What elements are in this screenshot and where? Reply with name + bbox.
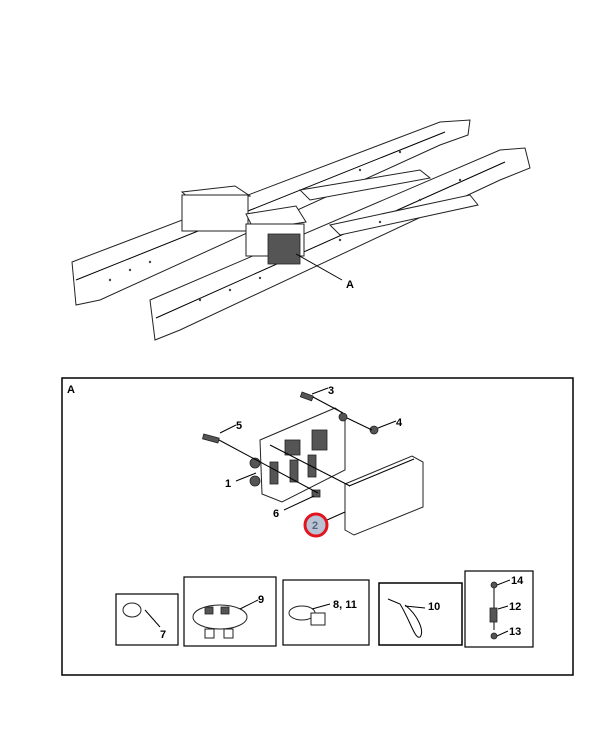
callout-3: 3 [328,385,334,397]
part-box-10: 10 [378,582,463,646]
detail-view-title: A [67,384,75,396]
callout-8-11: 8, 11 [333,599,357,611]
callout-6: 6 [273,508,279,520]
part-box-12-14: 14 12 13 [464,570,534,648]
callout-5: 5 [236,420,242,432]
chassis-frame-illustration [71,119,531,341]
callout-4: 4 [396,417,403,429]
callout-2: 2 [312,520,318,532]
callout-12: 12 [509,601,521,613]
callout-10: 10 [428,601,440,613]
bolts-and-nuts [202,391,379,498]
fuse-block-illustration [249,407,348,503]
part-box-7: 7 [115,593,179,646]
detail-view-frame [61,377,574,676]
part-box-8-11: 8, 11 [282,579,370,646]
highlight-ring [303,512,329,538]
battery-box [180,185,307,265]
callout-14: 14 [511,575,524,587]
callout-2-highlight[interactable]: 2 [303,512,329,538]
callout-9: 9 [258,594,264,606]
callout-13: 13 [509,626,521,638]
callout-7: 7 [160,629,166,641]
leader-lines [219,387,397,521]
callout-a-label: A [346,279,354,291]
part-box-9: 9 [183,576,277,647]
callout-1: 1 [225,478,231,490]
fuse-block-cover-illustration [344,455,424,536]
